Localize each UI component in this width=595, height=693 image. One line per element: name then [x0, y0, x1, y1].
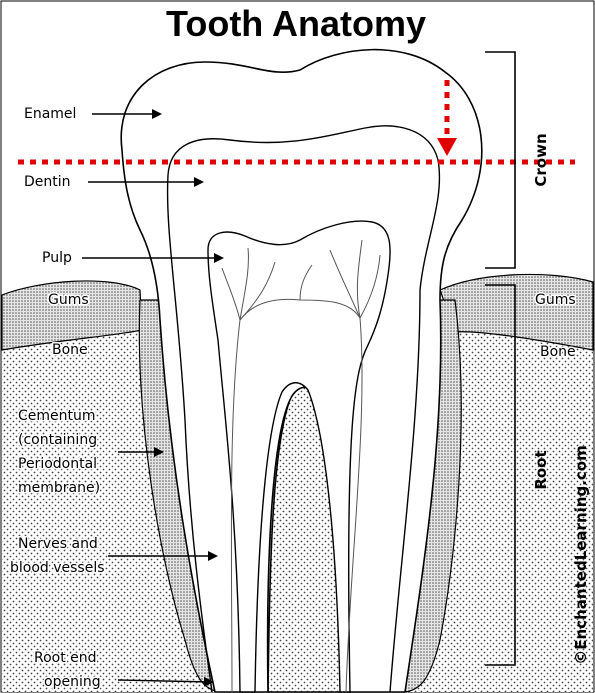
diagram-title: Tooth Anatomy	[166, 3, 426, 44]
label-dentin: Dentin	[24, 174, 71, 190]
cementum-line-1: Cementum	[18, 408, 96, 424]
cementum-line-4: membrane)	[18, 480, 100, 496]
nerves-line-2: blood vessels	[10, 560, 105, 576]
root-end-line-1: Root end	[34, 650, 97, 666]
root-label: Root	[532, 450, 550, 489]
credit-text: ©EnchantedLearning.com	[572, 445, 590, 664]
cementum-line-2: (containing	[18, 432, 97, 448]
label-bone-left: Bone	[52, 342, 88, 358]
root-end-line-2: opening	[44, 674, 101, 690]
label-pulp: Pulp	[42, 250, 72, 266]
nerves-line-1: Nerves and	[18, 536, 98, 552]
crown-label: Crown	[532, 133, 550, 186]
label-gums-right: Gums	[535, 292, 576, 308]
label-bone-right: Bone	[540, 344, 576, 360]
label-enamel: Enamel	[24, 106, 76, 122]
label-gums-left: Gums	[48, 292, 89, 308]
cementum-line-3: Periodontal	[18, 456, 97, 472]
